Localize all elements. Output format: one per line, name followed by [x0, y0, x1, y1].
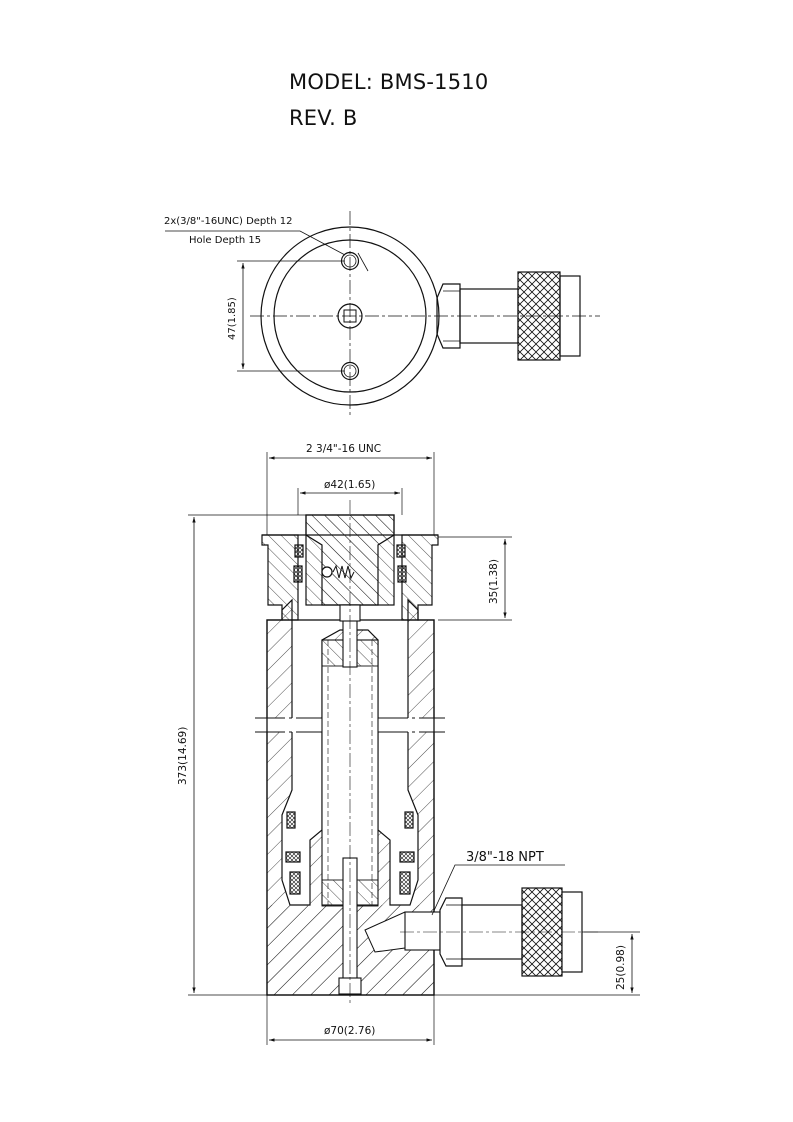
body-diameter-dim: ø70(2.76)	[324, 1025, 375, 1037]
thread-note-leader	[165, 230, 346, 256]
port-hex-nut	[436, 283, 461, 349]
coupler-cap	[559, 275, 581, 357]
thread-note-line2: Hole Depth 15	[189, 235, 261, 246]
collar-right	[401, 534, 439, 621]
overall-height-dim: 373(14.69)	[177, 727, 189, 785]
top-view	[165, 211, 600, 418]
check-ball	[321, 566, 333, 578]
port-height-dim: 25(0.98)	[615, 945, 627, 990]
seal	[294, 544, 304, 558]
model-title: MODEL: BMS-1510	[289, 70, 489, 94]
port-nipple	[404, 911, 441, 951]
section-view	[188, 452, 640, 1045]
npt-leader	[431, 864, 565, 916]
center-screw	[337, 303, 363, 329]
collar-height-dim: 35(1.38)	[488, 559, 500, 604]
coupler-knurl	[517, 271, 561, 361]
thread-note-line1: 2x(3/8"-16UNC) Depth 12	[164, 216, 292, 227]
plunger-diameter-dim: ø42(1.65)	[324, 479, 375, 491]
outer-thread-dim: 2 3/4"-16 UNC	[306, 443, 381, 455]
hole-spacing-dim: 47(1.85)	[227, 297, 238, 340]
port-thread-label: 3/8"-18 NPT	[466, 850, 544, 865]
revision-label: REV. B	[289, 106, 358, 130]
collar-left	[261, 534, 299, 621]
